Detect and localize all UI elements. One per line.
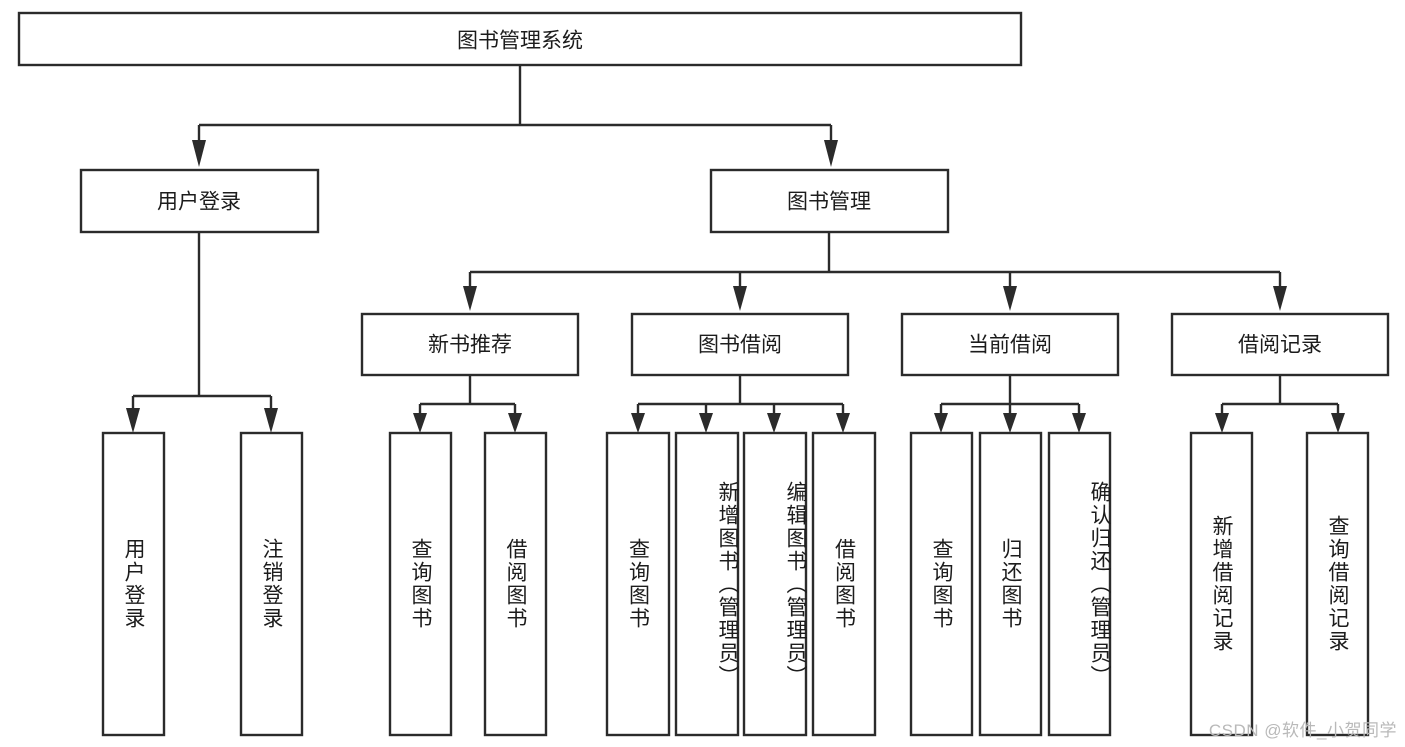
node-new-book-recommend-label: 新书推荐 xyxy=(428,334,512,357)
node-book-management-label: 图书管理 xyxy=(787,191,871,214)
leaf-box-query-book-2[interactable] xyxy=(605,431,671,737)
arrow-head-icon xyxy=(508,413,522,433)
arrow-head-icon xyxy=(1215,413,1229,433)
arrow-head-icon xyxy=(1003,413,1017,433)
arrow-head-icon xyxy=(264,408,278,433)
node-book-management[interactable]: 图书管理 xyxy=(709,168,950,234)
arrow-head-icon xyxy=(192,140,206,167)
node-user-login[interactable]: 用户登录 xyxy=(79,168,320,234)
arrow-head-icon xyxy=(934,413,948,433)
arrow-head-icon xyxy=(824,140,838,167)
node-borrow-record[interactable]: 借阅记录 xyxy=(1170,312,1390,377)
leaf-box-query-record[interactable] xyxy=(1305,431,1370,737)
connector-borrow-record-to-leaves xyxy=(1215,375,1345,433)
leaf-box-add-book[interactable] xyxy=(674,431,740,737)
node-user-login-label: 用户登录 xyxy=(157,191,241,214)
arrow-head-icon xyxy=(733,286,747,311)
arrow-head-icon xyxy=(1331,413,1345,433)
leaf-box-logout[interactable] xyxy=(239,431,304,737)
leaf-box-borrow-book-1[interactable] xyxy=(483,431,548,737)
node-root-label: 图书管理系统 xyxy=(457,30,583,53)
leaf-box-query-book-3[interactable] xyxy=(909,431,974,737)
arrow-head-icon xyxy=(631,413,645,433)
watermark: CSDN @软件_小贺同学 xyxy=(1208,721,1397,740)
node-current-borrow-label: 当前借阅 xyxy=(968,334,1052,357)
node-borrow-record-label: 借阅记录 xyxy=(1238,334,1322,357)
arrow-head-icon xyxy=(836,413,850,433)
node-user-login-box xyxy=(79,168,320,234)
node-new-book-recommend[interactable]: 新书推荐 xyxy=(360,312,580,377)
leaf-box-confirm-return[interactable] xyxy=(1047,431,1112,737)
leaf-box-edit-book[interactable] xyxy=(742,431,808,737)
arrow-head-icon xyxy=(767,413,781,433)
node-new-book-recommend-box xyxy=(360,312,580,377)
arrow-head-icon xyxy=(463,286,477,311)
node-root[interactable]: 图书管理系统 xyxy=(17,11,1023,67)
arrow-head-icon xyxy=(413,413,427,433)
node-current-borrow-box xyxy=(900,312,1120,377)
leaf-box-user-login[interactable] xyxy=(101,431,166,737)
arrow-head-icon xyxy=(1003,286,1017,311)
connector-root-to-level2 xyxy=(192,65,838,167)
node-current-borrow[interactable]: 当前借阅 xyxy=(900,312,1120,377)
connector-new-book-recommend-to-leaves xyxy=(413,375,522,433)
connector-current-borrow-to-leaves xyxy=(934,375,1086,433)
node-book-borrow-label: 图书借阅 xyxy=(698,334,782,357)
arrow-head-icon xyxy=(699,413,713,433)
node-root-box xyxy=(17,11,1023,67)
arrow-head-icon xyxy=(126,408,140,433)
connector-user-login-to-leaves xyxy=(126,232,278,433)
connector-book-borrow-to-leaves xyxy=(631,375,850,433)
connector-book-management-to-level3 xyxy=(463,232,1287,311)
node-book-borrow[interactable]: 图书借阅 xyxy=(630,312,850,377)
leaf-box-borrow-book-2[interactable] xyxy=(811,431,877,737)
leaf-box-add-record[interactable] xyxy=(1189,431,1254,737)
leaf-box-return-book[interactable] xyxy=(978,431,1043,737)
arrow-head-icon xyxy=(1072,413,1086,433)
arrow-head-icon xyxy=(1273,286,1287,311)
leaf-box-query-book-1[interactable] xyxy=(388,431,453,737)
